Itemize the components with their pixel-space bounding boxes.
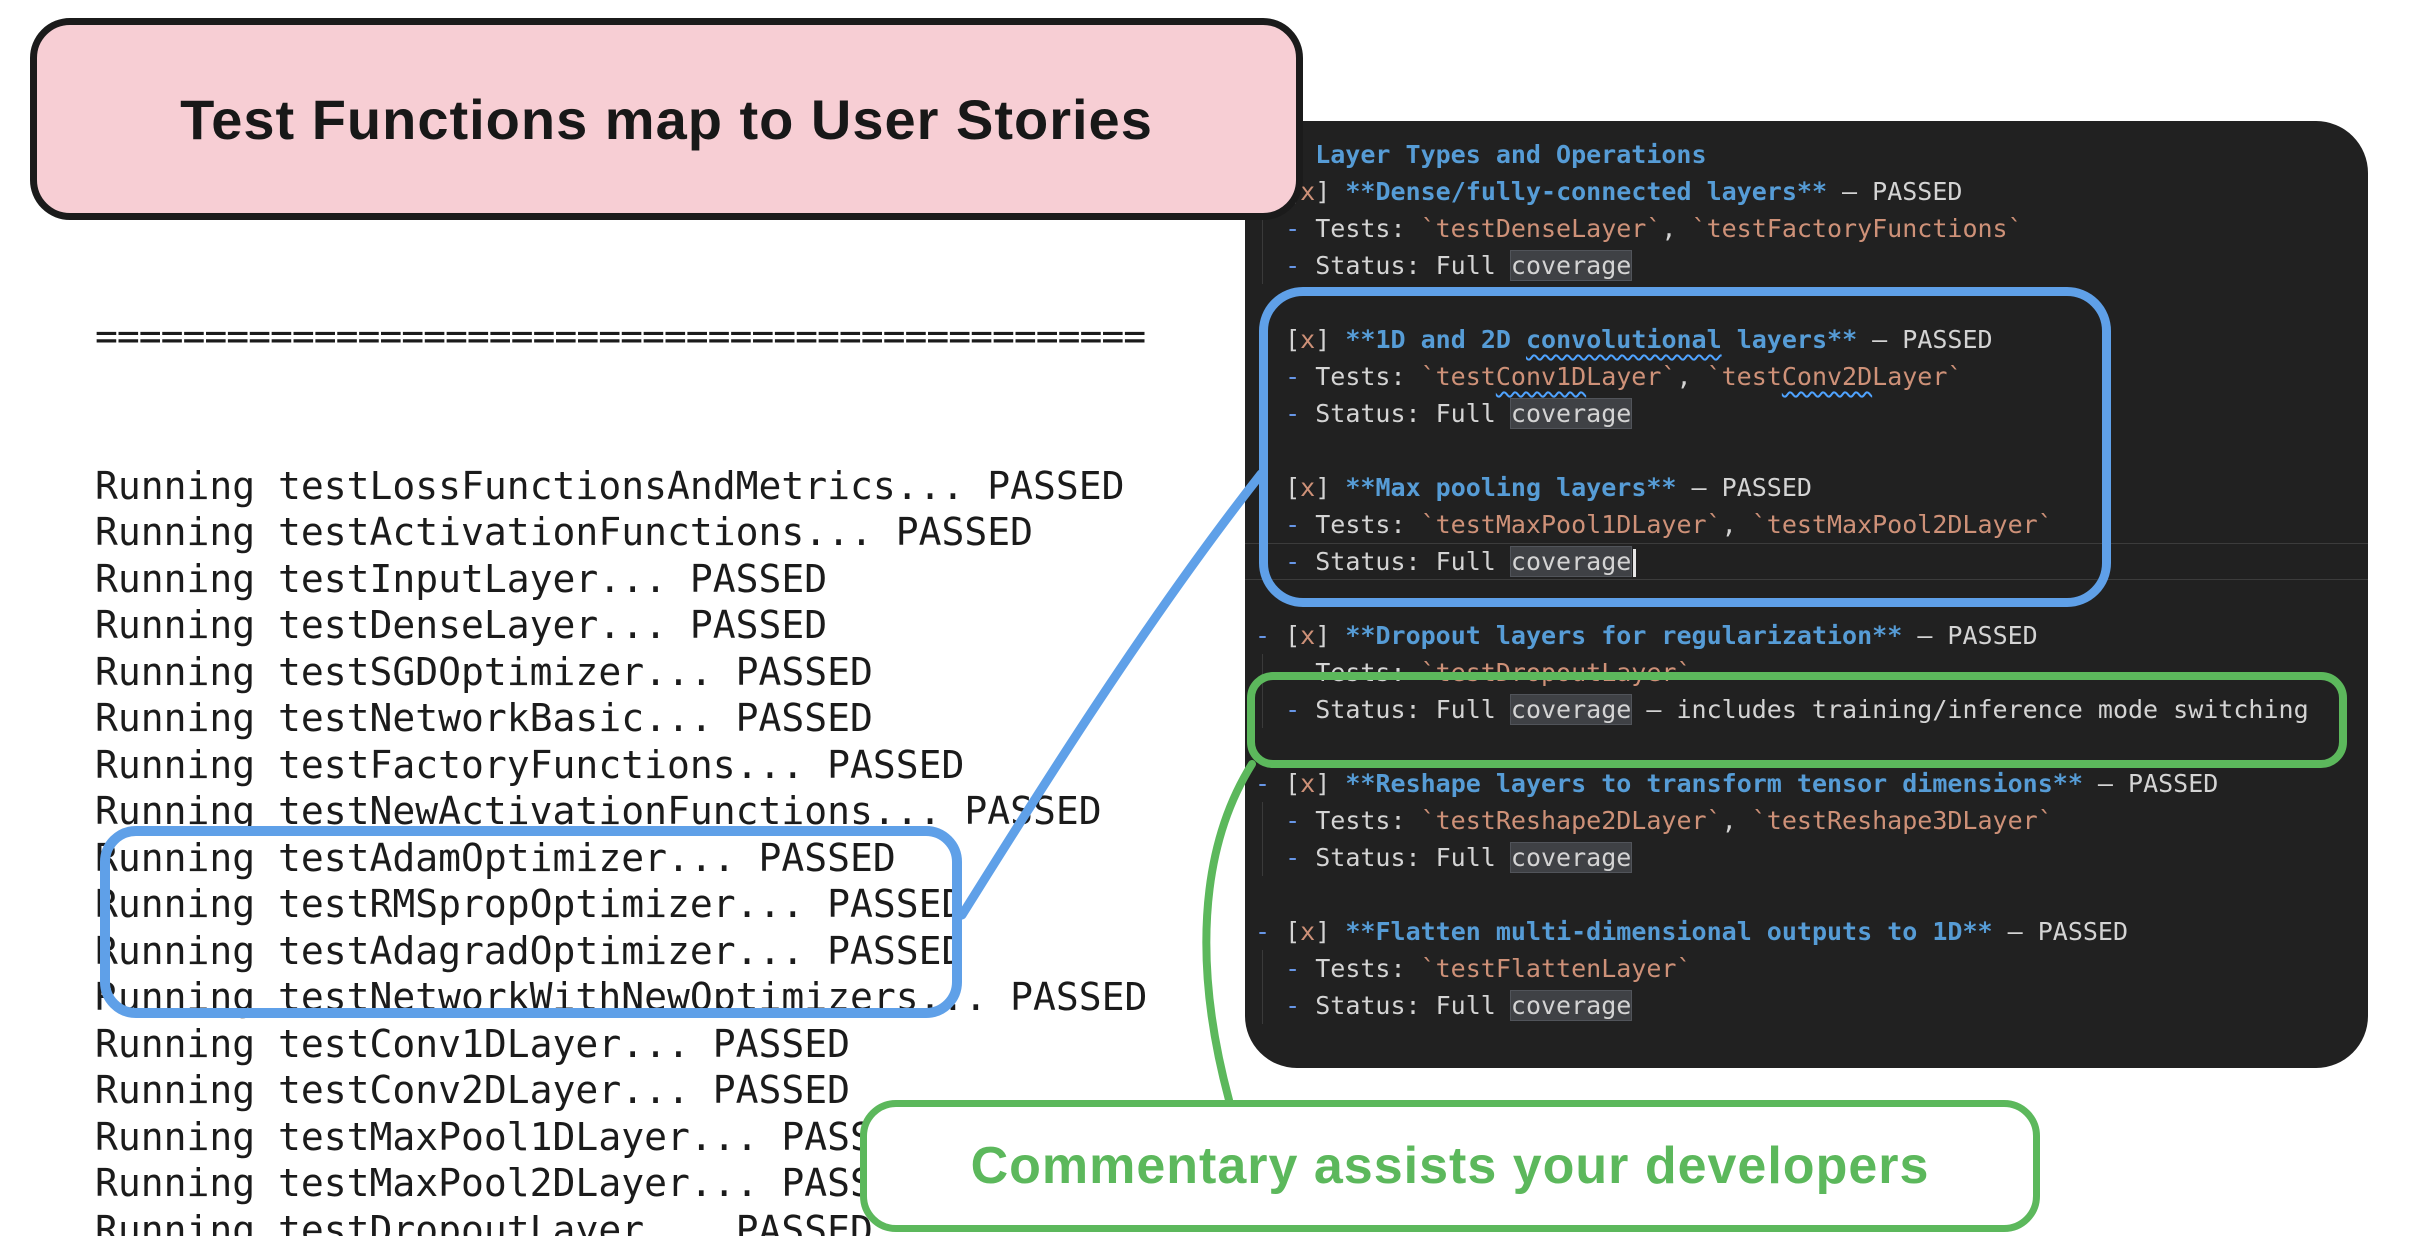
- blue-highlight-terminal-tests: [100, 826, 962, 1018]
- text-cursor: [1633, 549, 1637, 577]
- editor-line: - [x] **Reshape layers to transform tens…: [1255, 769, 2219, 798]
- editor-line: - [x] **1D and 2D convolutional layers**…: [1255, 325, 1993, 354]
- editor-line: ### Layer Types and Operations: [1255, 140, 1707, 169]
- green-highlight-commentary-line: [1247, 672, 2347, 768]
- terminal-line: Running testInputLayer... PASSED: [95, 556, 828, 601]
- editor-line: - Tests: `testReshape2DLayer`, `testResh…: [1285, 806, 2053, 835]
- top-callout-box: Test Functions map to User Stories: [30, 18, 1303, 220]
- editor-line: - [x] **Dense/fully-connected layers** –…: [1255, 177, 1963, 206]
- terminal-line: Running testLossFunctionsAndMetrics... P…: [95, 463, 1125, 508]
- terminal-line: Running testMaxPool1DLayer... PASSED: [95, 1114, 919, 1159]
- editor-line: - Tests: `testFlattenLayer`: [1285, 954, 1692, 983]
- indent-guide: [1262, 802, 1263, 876]
- indent-guide: [1262, 950, 1263, 1024]
- terminal-line: Running testFactoryFunctions... PASSED: [95, 742, 965, 787]
- indent-guide: [1262, 210, 1263, 284]
- terminal-line: Running testSGDOptimizer... PASSED: [95, 649, 873, 694]
- editor-line: - Tests: `testMaxPool1DLayer`, `testMaxP…: [1285, 510, 2053, 539]
- terminal-line: Running testNetworkBasic... PASSED: [95, 696, 873, 740]
- bottom-callout-text: Commentary assists your developers: [970, 1137, 1930, 1195]
- terminal-separator: ========================================…: [95, 314, 1146, 358]
- editor-line: - Status: Full coverage: [1285, 842, 1633, 873]
- terminal-line: Running testConv2DLayer... PASSED: [95, 1068, 850, 1112]
- bottom-callout-box: Commentary assists your developers: [860, 1100, 2040, 1232]
- blue-highlight-editor-stories: [1259, 287, 2111, 607]
- editor-line: - Status: Full coverage: [1285, 250, 1633, 281]
- editor-line: - Status: Full coverage: [1285, 398, 1633, 429]
- terminal-line: Running testConv1DLayer... PASSED: [95, 1021, 850, 1066]
- terminal-lines: Running testLossFunctionsAndMetrics... P…: [95, 463, 1147, 1236]
- editor-line: - [x] **Dropout layers for regularizatio…: [1255, 621, 2038, 650]
- terminal-line: Running testAdagradOptimizer... PASSED: [95, 928, 965, 973]
- editor-line: - Tests: `testDenseLayer`, `testFactoryF…: [1285, 214, 2023, 243]
- terminal-line: Running testRMSpropOptimizer... PASSED: [95, 882, 965, 926]
- editor-line: - [x] **Flatten multi-dimensional output…: [1255, 917, 2129, 946]
- editor-line: - Status: Full coverage: [1285, 990, 1633, 1021]
- current-line-highlight: [1245, 543, 2368, 580]
- terminal-line: Running testDropoutLayer... PASSED: [95, 1207, 873, 1236]
- terminal-line: Running testActivationFunctions... PASSE…: [95, 510, 1033, 554]
- editor-line: [1255, 876, 2309, 913]
- editor-line: - Tests: `testConv1DLayer`, `testConv2DL…: [1285, 362, 1963, 391]
- terminal-output: ========================================…: [95, 220, 1147, 1236]
- editor-line: - Status: Full coverage – includes train…: [1285, 694, 2309, 725]
- terminal-line: Running testDenseLayer... PASSED: [95, 603, 828, 647]
- top-callout-text: Test Functions map to User Stories: [180, 87, 1153, 151]
